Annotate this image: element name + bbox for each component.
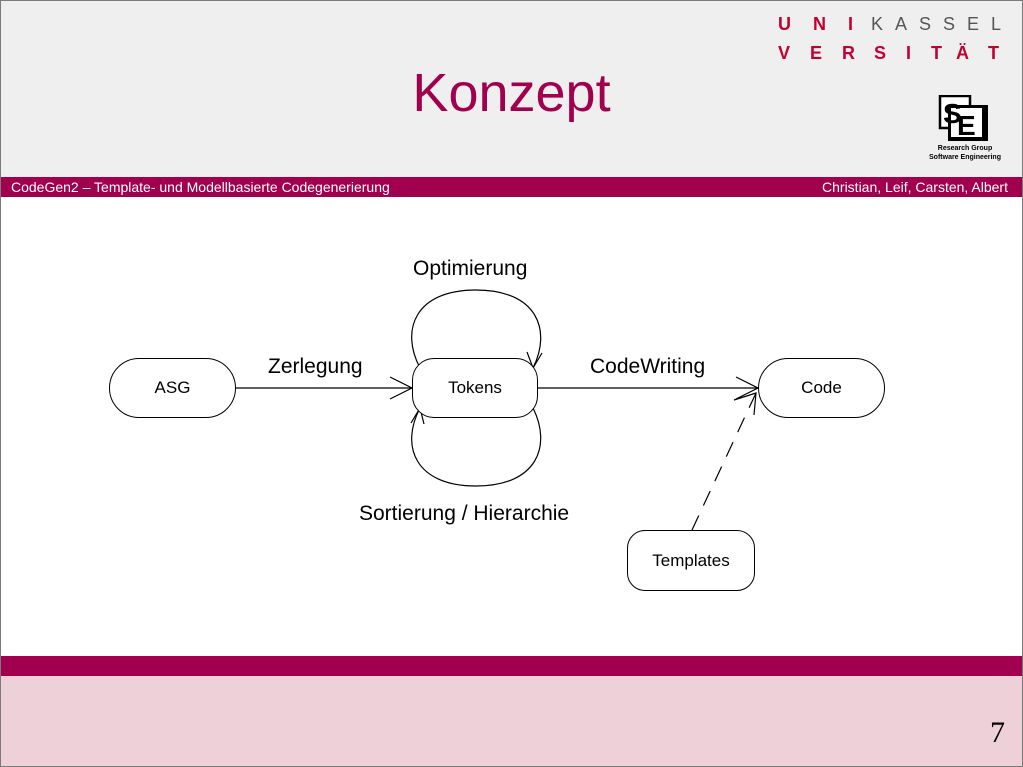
svg-text:E: E	[957, 110, 976, 141]
edge-zerlegung	[236, 376, 414, 400]
logo-letter: A	[895, 14, 908, 34]
node-asg-label: ASG	[154, 378, 191, 397]
logo-letter: S	[874, 43, 887, 63]
page-number: 7	[990, 716, 1005, 749]
research-group-line-1: Research Group	[937, 145, 993, 152]
footer-stripe	[1, 656, 1022, 676]
node-tokens-label: Tokens	[448, 378, 502, 397]
logo-letter: T	[988, 43, 999, 63]
edge-sortierung-loop	[410, 406, 542, 487]
logo-letter: S	[919, 14, 932, 34]
edge-label-sortierung: Sortierung / Hierarchie	[359, 502, 570, 525]
logo-letter: L	[991, 14, 1002, 34]
node-templates: Templates	[627, 530, 755, 591]
logo-letter: I	[848, 14, 854, 34]
se-logo-icon: S E	[938, 94, 988, 141]
course-info-bar: CodeGen2 – Template- und Modellbasierte …	[1, 177, 1022, 197]
edge-codewriting	[538, 376, 760, 400]
svg-text:S: S	[943, 98, 962, 129]
logo-letter: R	[842, 43, 855, 63]
concept-diagram	[236, 289, 760, 531]
research-group-logo: S E Research Group Software Engineering	[915, 94, 1015, 165]
edge-label-zerlegung: Zerlegung	[268, 355, 363, 378]
university-logo: U N I K A S S E L V E R S I T Ä T	[776, 14, 1008, 66]
node-templates-label: Templates	[652, 550, 730, 570]
edge-label-optimierung: Optimierung	[413, 257, 528, 280]
edge-optimierung-loop	[411, 289, 543, 370]
node-code: Code	[758, 358, 885, 418]
node-code-label: Code	[801, 378, 842, 397]
slide-header	[1, 1, 1022, 177]
edge-label-codewriting: CodeWriting	[590, 355, 706, 378]
logo-letter: U	[778, 14, 791, 34]
slide-title: Konzept	[412, 63, 611, 123]
node-tokens: Tokens	[412, 358, 538, 418]
course-title: CodeGen2 – Template- und Modellbasierte …	[11, 179, 390, 195]
logo-letter: T	[931, 43, 942, 63]
node-asg: ASG	[109, 358, 236, 418]
logo-letter: E	[810, 43, 823, 63]
logo-letter: V	[778, 43, 791, 63]
logo-letter: N	[813, 14, 826, 34]
logo-letter: Ä	[956, 43, 969, 63]
research-group-line-2: Software Engineering	[929, 154, 1001, 161]
authors: Christian, Leif, Carsten, Albert	[822, 179, 1008, 195]
edge-templates-code	[691, 392, 757, 531]
slide-footer	[1, 676, 1022, 766]
logo-letter: I	[906, 43, 912, 63]
logo-letter: E	[967, 14, 980, 34]
logo-letter: K	[871, 14, 884, 34]
logo-letter: S	[943, 14, 956, 34]
